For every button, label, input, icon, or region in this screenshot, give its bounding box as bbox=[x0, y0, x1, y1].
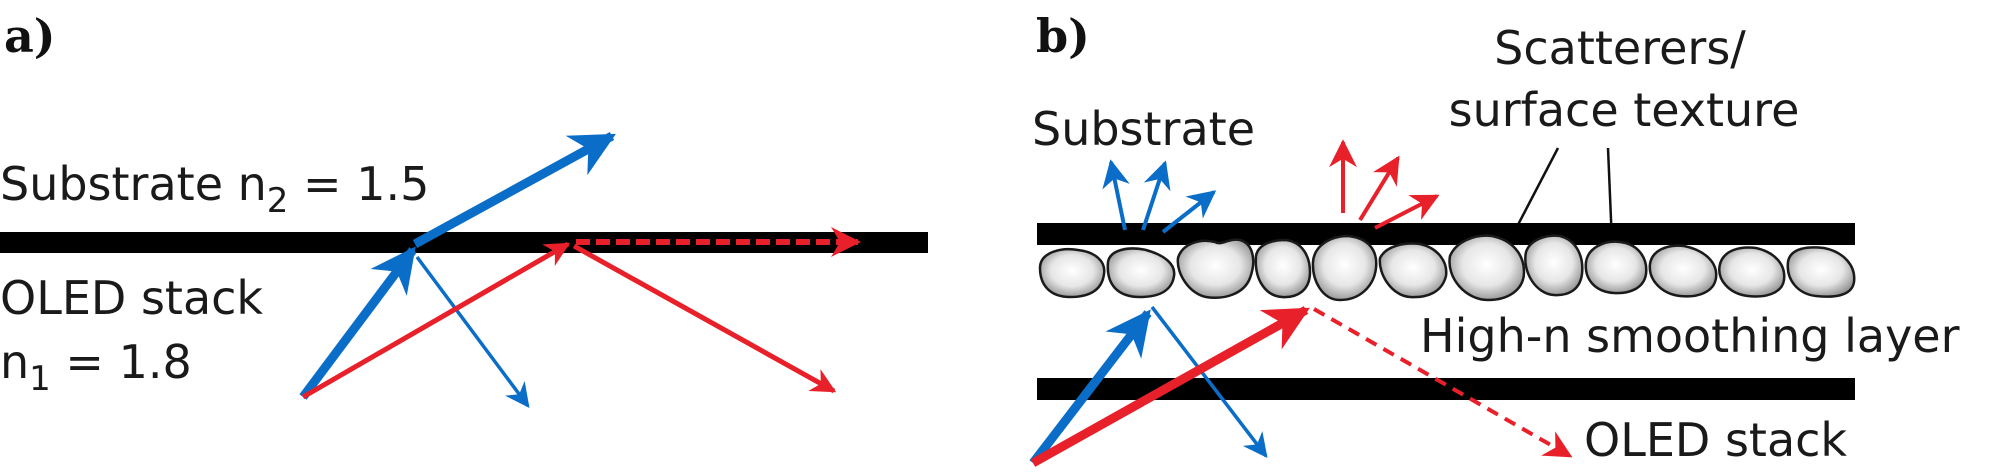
panel-b-label: b) bbox=[1036, 9, 1090, 63]
scatterer-particle bbox=[1106, 247, 1176, 299]
red-extracted-ray-3 bbox=[1374, 194, 1440, 230]
substrate-refractive-index-label: Substrate n2 = 1.5 bbox=[0, 157, 429, 221]
smoothing-layer-label: High-n smoothing layer bbox=[1420, 309, 1960, 363]
oled-interface bbox=[1037, 378, 1855, 400]
substrate-oled-interface bbox=[0, 232, 928, 253]
scatterer-particle bbox=[1524, 234, 1584, 297]
red-extracted-ray-2 bbox=[1358, 155, 1400, 222]
panel-a: a) Substrate n2 = 1.5 OLED stack n1 = 1.… bbox=[0, 9, 928, 408]
red-incident-ray bbox=[301, 241, 571, 400]
scatterers-label: Scatterers/ bbox=[1494, 21, 1746, 75]
red-guided-ray-b bbox=[1313, 307, 1573, 458]
scatterer-layer bbox=[1038, 234, 1856, 302]
oled-refractive-index-label: n1 = 1.8 bbox=[0, 335, 192, 399]
scatterer-particle bbox=[1786, 246, 1856, 298]
blue-reflected-ray-b bbox=[1150, 305, 1268, 458]
red-incident-ray-b bbox=[1030, 306, 1310, 467]
scatterer-particle bbox=[1648, 244, 1718, 298]
surface-texture-label: surface texture bbox=[1449, 83, 1800, 137]
blue-reflected-ray bbox=[415, 255, 530, 408]
oled-stack-label: OLED stack bbox=[0, 271, 263, 325]
scatterer-particle bbox=[1254, 238, 1312, 299]
blue-extracted-ray-1 bbox=[1102, 159, 1130, 231]
substrate-interface bbox=[1037, 223, 1855, 245]
scatterer-particle bbox=[1378, 242, 1448, 299]
scatterer-particle bbox=[1038, 248, 1106, 299]
scatterer-particle bbox=[1448, 234, 1526, 302]
red-total-reflected-ray bbox=[572, 243, 837, 394]
substrate-label: Substrate bbox=[1032, 102, 1255, 156]
scatterer-particle bbox=[1718, 246, 1786, 298]
panel-b: b) Substrate Scatterers/ surface texture… bbox=[1029, 9, 1960, 467]
blue-extracted-ray-3 bbox=[1161, 190, 1217, 234]
blue-extracted-ray-2 bbox=[1141, 160, 1171, 231]
blue-refracted-ray bbox=[412, 132, 616, 248]
blue-incident-ray-b bbox=[1029, 309, 1152, 466]
scatterer-particle bbox=[1311, 234, 1378, 302]
scatterer-particle bbox=[1584, 240, 1648, 295]
blue-incident-ray bbox=[299, 246, 417, 400]
scatterer-particle bbox=[1176, 238, 1255, 299]
panel-a-label: a) bbox=[4, 9, 56, 63]
oled-stack-label-b: OLED stack bbox=[1584, 413, 1847, 467]
